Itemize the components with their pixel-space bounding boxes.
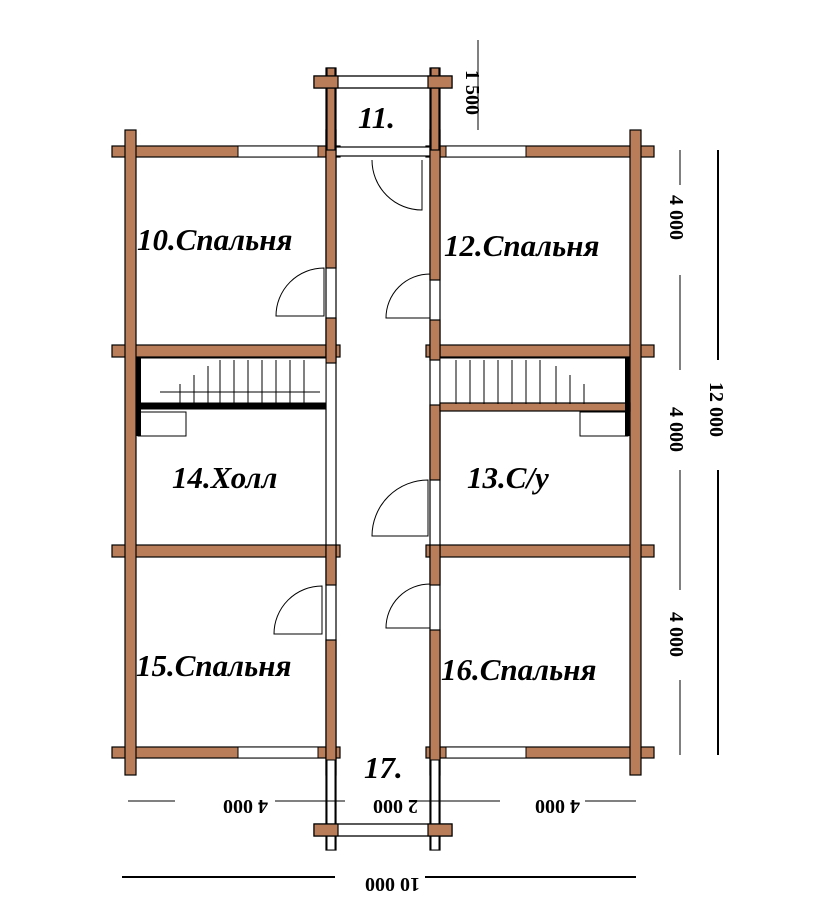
window-top-right: [445, 145, 527, 158]
wall-corridor-right-seg4: [429, 544, 441, 586]
stair-left-landing: [137, 411, 187, 437]
wall-corridor-left-seg1: [325, 129, 337, 269]
wall-left: [124, 129, 137, 776]
post-top-right: [430, 67, 440, 151]
wall-right: [629, 129, 642, 776]
dim-4000-bot: 4 000: [665, 612, 687, 657]
vertical-walls: [124, 67, 642, 851]
stair-right-black-edge: [625, 358, 630, 436]
room-label-13: 13.С/у: [467, 460, 549, 495]
stair-left-frame: [135, 357, 327, 407]
room-label-15: 15.Спальня: [136, 648, 291, 683]
post-top-left: [326, 67, 336, 151]
wall-corridor-right-seg2: [429, 319, 441, 361]
dim-4000-mid: 4 000: [665, 407, 687, 452]
stair-right-landing: [579, 411, 629, 437]
wall-corridor-left-seg3: [325, 544, 337, 586]
porch-rails: [313, 75, 453, 837]
rail-top-right-end: [427, 75, 453, 89]
wall-bottom-left: [111, 746, 341, 759]
rail-top-left-end: [313, 75, 339, 89]
room-label-12: 12.Спальня: [444, 228, 599, 263]
staircase-left: [135, 357, 327, 437]
post-bottom-right: [430, 759, 440, 851]
stair-right-steps: [455, 360, 585, 404]
door-entry: [371, 159, 423, 211]
dim-10000: 10 000: [365, 873, 420, 895]
wall-corridor-right-seg5: [429, 629, 441, 776]
wall-top-corridor: [329, 146, 435, 157]
post-bottom-left: [326, 759, 336, 851]
window-top-left: [237, 145, 319, 158]
wall-mid1-right: [425, 344, 655, 358]
door-room10: [275, 267, 325, 317]
stair-right-rail: [439, 402, 631, 412]
horizontal-walls: [111, 145, 655, 759]
dim-1500: 1 500: [461, 70, 483, 115]
room-label-17: 17.: [364, 750, 403, 785]
room-label-11: 11.: [358, 100, 395, 135]
wall-corridor-left-seg4: [325, 639, 337, 776]
room-labels: 11. 10.Спальня 12.Спальня 14.Холл 13.С/у…: [136, 100, 599, 785]
wall-mid1-left: [111, 344, 341, 358]
wall-corridor-right-seg1: [429, 129, 441, 281]
wall-mid2-left: [111, 544, 341, 558]
stair-right-frame: [439, 357, 631, 407]
wall-mid2-right: [425, 544, 655, 558]
stair-left-rail: [135, 402, 327, 410]
wall-bottom-right: [425, 746, 655, 759]
wall-corridor-right-seg3: [429, 404, 441, 481]
doors: [273, 159, 431, 635]
dim-2000: 2 000: [373, 795, 418, 817]
room-label-16: 16.Спальня: [441, 652, 596, 687]
dim-4000-top: 4 000: [665, 195, 687, 240]
door-room16: [385, 583, 431, 629]
room-label-14: 14.Холл: [172, 460, 277, 495]
stair-left-steps: [160, 360, 320, 404]
dim-12000: 12 000: [705, 382, 727, 437]
stair-left-black-edge: [136, 358, 141, 436]
rail-bottom-left-end: [313, 823, 339, 837]
staircase-right: [439, 357, 631, 437]
window-bottom-right: [445, 746, 527, 759]
door-room13: [371, 479, 429, 537]
windows: [237, 145, 527, 759]
dim-4000-right: 4 000: [535, 795, 580, 817]
door-room12: [385, 273, 431, 319]
rail-bottom-right-end: [427, 823, 453, 837]
window-bottom-left: [237, 746, 319, 759]
dim-4000-left: 4 000: [223, 795, 268, 817]
door-room15: [273, 585, 323, 635]
dimension-lines: [122, 40, 719, 878]
dimension-labels: 1 500 4 000 4 000 4 000 12 000 4 000 2 0…: [223, 70, 727, 895]
wall-corridor-left-seg2: [325, 317, 337, 364]
room-label-10: 10.Спальня: [137, 222, 292, 257]
